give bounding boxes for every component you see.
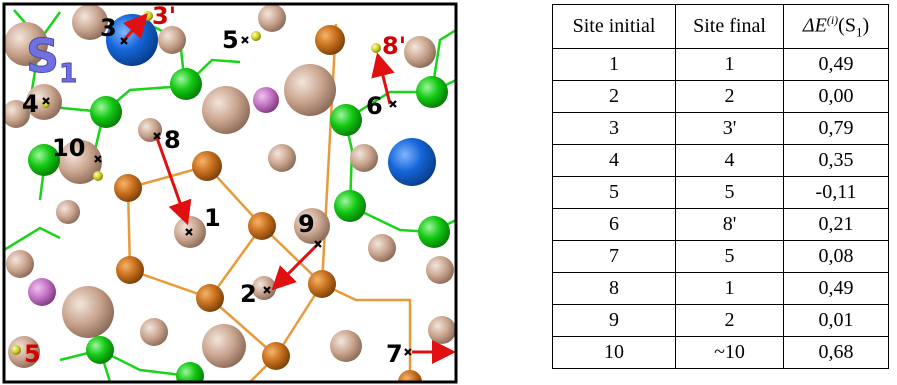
cell-site-initial: 8 xyxy=(552,271,676,305)
site-label-5-red: 5 xyxy=(24,340,41,368)
energy-sup: (i) xyxy=(826,13,839,27)
energy-sub: 1 xyxy=(855,24,863,40)
cell-energy: 0,49 xyxy=(783,47,889,81)
energy-open: (S xyxy=(838,14,856,37)
site-crosses xyxy=(42,36,412,356)
site-label-9: 9 xyxy=(298,210,315,238)
header-site-initial: Site initial xyxy=(552,4,676,49)
site-label-7: 7 xyxy=(386,340,403,368)
site-label-10: 10 xyxy=(52,134,85,162)
cell-energy: 0,00 xyxy=(783,79,889,113)
cell-energy: 0,68 xyxy=(783,335,889,369)
migration-arrows xyxy=(122,13,456,364)
cell-site-initial: 3 xyxy=(552,111,676,145)
energy-delta: ΔE xyxy=(802,14,827,37)
site-label-8-prime: 8' xyxy=(382,32,406,60)
cell-site-final: 8' xyxy=(675,207,784,241)
surface-label: S1 xyxy=(26,29,77,89)
header-site-final: Site final xyxy=(675,4,784,49)
orange-atoms xyxy=(114,25,422,382)
cell-energy: 0,08 xyxy=(783,239,889,273)
cell-site-initial: 9 xyxy=(552,303,676,337)
header-energy: ΔE(i)(S1) xyxy=(783,4,889,49)
site-label-2: 2 xyxy=(240,280,257,308)
cell-site-final: 5 xyxy=(675,239,784,273)
cell-site-final: 4 xyxy=(675,143,784,177)
cell-site-initial: 1 xyxy=(552,47,676,81)
cell-site-initial: 5 xyxy=(552,175,676,209)
cell-energy: 0,49 xyxy=(783,271,889,305)
cell-site-final: 2 xyxy=(675,303,784,337)
cell-energy: 0,79 xyxy=(783,111,889,145)
anion-atoms xyxy=(4,4,456,368)
blue-atom xyxy=(388,138,436,186)
cell-site-initial: 6 xyxy=(552,207,676,241)
cell-site-final: 1 xyxy=(675,271,784,305)
cell-site-final: ~10 xyxy=(675,335,784,369)
atom-scene: S1 3 3' 5 8' 4 6 10 8 1 9 2 5 7 xyxy=(4,2,456,382)
site-label-3: 3 xyxy=(100,14,117,42)
cell-site-final: 2 xyxy=(675,79,784,113)
cell-energy: 0,35 xyxy=(783,143,889,177)
cell-site-final: 3' xyxy=(675,111,784,145)
site-label-6: 6 xyxy=(366,92,383,120)
site-label-3-prime: 3' xyxy=(152,2,176,30)
cell-site-initial: 7 xyxy=(552,239,676,273)
cell-site-final: 5 xyxy=(675,175,784,209)
magenta-atom xyxy=(28,278,56,306)
cell-site-final: 1 xyxy=(675,47,784,81)
table-header-row: Site initial Site final ΔE(i)(S1) xyxy=(552,4,889,49)
cell-energy: -0,11 xyxy=(783,175,889,209)
site-label-8: 8 xyxy=(164,126,181,154)
cell-site-initial: 2 xyxy=(552,79,676,113)
cell-site-initial: 10 xyxy=(552,335,676,369)
cell-energy: 0,01 xyxy=(783,303,889,337)
site-label-4: 4 xyxy=(22,90,39,118)
site-label-1: 1 xyxy=(204,204,221,232)
site-label-5: 5 xyxy=(222,26,239,54)
panel-border xyxy=(2,2,458,384)
magenta-atom xyxy=(253,87,279,113)
cell-site-initial: 4 xyxy=(552,143,676,177)
energy-close: ) xyxy=(862,14,870,37)
cation-atoms xyxy=(28,68,450,382)
cell-energy: 0,21 xyxy=(783,207,889,241)
